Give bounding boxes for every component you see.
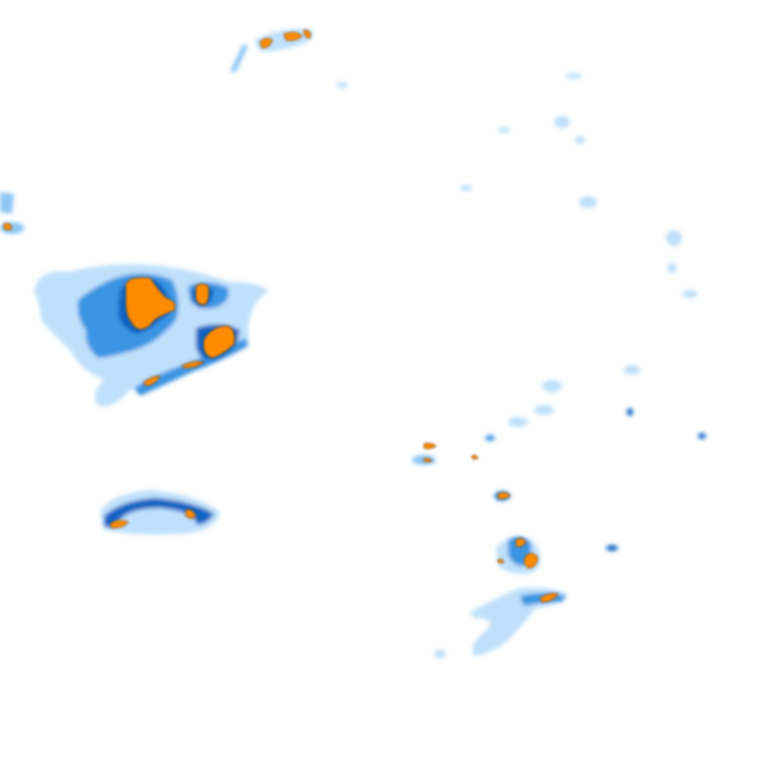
- intense-cell-top: [259, 38, 273, 49]
- precip-fleck: [666, 230, 682, 246]
- precip-fleck: [606, 545, 618, 551]
- intense-cell-top: [283, 32, 303, 41]
- precip-fleck: [682, 290, 698, 298]
- intense-cell-east: [423, 442, 437, 450]
- light-precipitation-layer: [0, 29, 706, 658]
- intense-cell-east: [423, 457, 433, 463]
- precip-fleck: [498, 127, 510, 133]
- precip-fleck: [575, 136, 585, 144]
- intense-cell-southeast-band: [539, 593, 559, 603]
- precip-fleck: [542, 380, 562, 392]
- intense-cell-west-streak: [143, 375, 161, 387]
- intense-cell-west-mid: [203, 325, 235, 359]
- precip-ring-southwest-core: [104, 498, 214, 528]
- precip-fleck: [534, 405, 554, 415]
- precip-ring-southwest: [100, 490, 220, 535]
- precip-streak-top: [230, 44, 248, 72]
- intense-cell-left-edge: [3, 223, 13, 231]
- intense-cell-southeast: [515, 538, 527, 547]
- precip-fleck: [460, 185, 472, 191]
- intense-cell-west-large: [125, 277, 176, 330]
- intense-cell-southeast: [497, 558, 505, 564]
- intense-cell-east: [471, 454, 479, 460]
- precip-cell-left-edge: [0, 192, 14, 214]
- precip-fleck: [698, 433, 706, 439]
- precip-fleck: [566, 73, 582, 79]
- precip-fleck: [554, 116, 570, 128]
- precip-band-southeast: [470, 587, 568, 656]
- intense-cell-southwest: [109, 520, 129, 529]
- precip-fleck: [434, 650, 446, 658]
- intense-cell-west-small: [195, 283, 210, 305]
- precip-fleck: [624, 365, 640, 375]
- intense-cell-southeast: [524, 553, 539, 569]
- intense-cell-east: [497, 492, 511, 500]
- precip-fleck: [579, 196, 597, 208]
- precip-fleck: [336, 82, 348, 88]
- precip-fleck: [508, 417, 528, 427]
- precip-fleck: [485, 435, 495, 441]
- intense-cell-southwest: [185, 509, 197, 519]
- precip-fleck: [627, 408, 633, 416]
- intense-cell-top: [303, 29, 311, 39]
- intense-precipitation-layer: [3, 29, 559, 603]
- precip-fleck: [667, 263, 677, 273]
- intense-cell-west-streak: [181, 361, 205, 369]
